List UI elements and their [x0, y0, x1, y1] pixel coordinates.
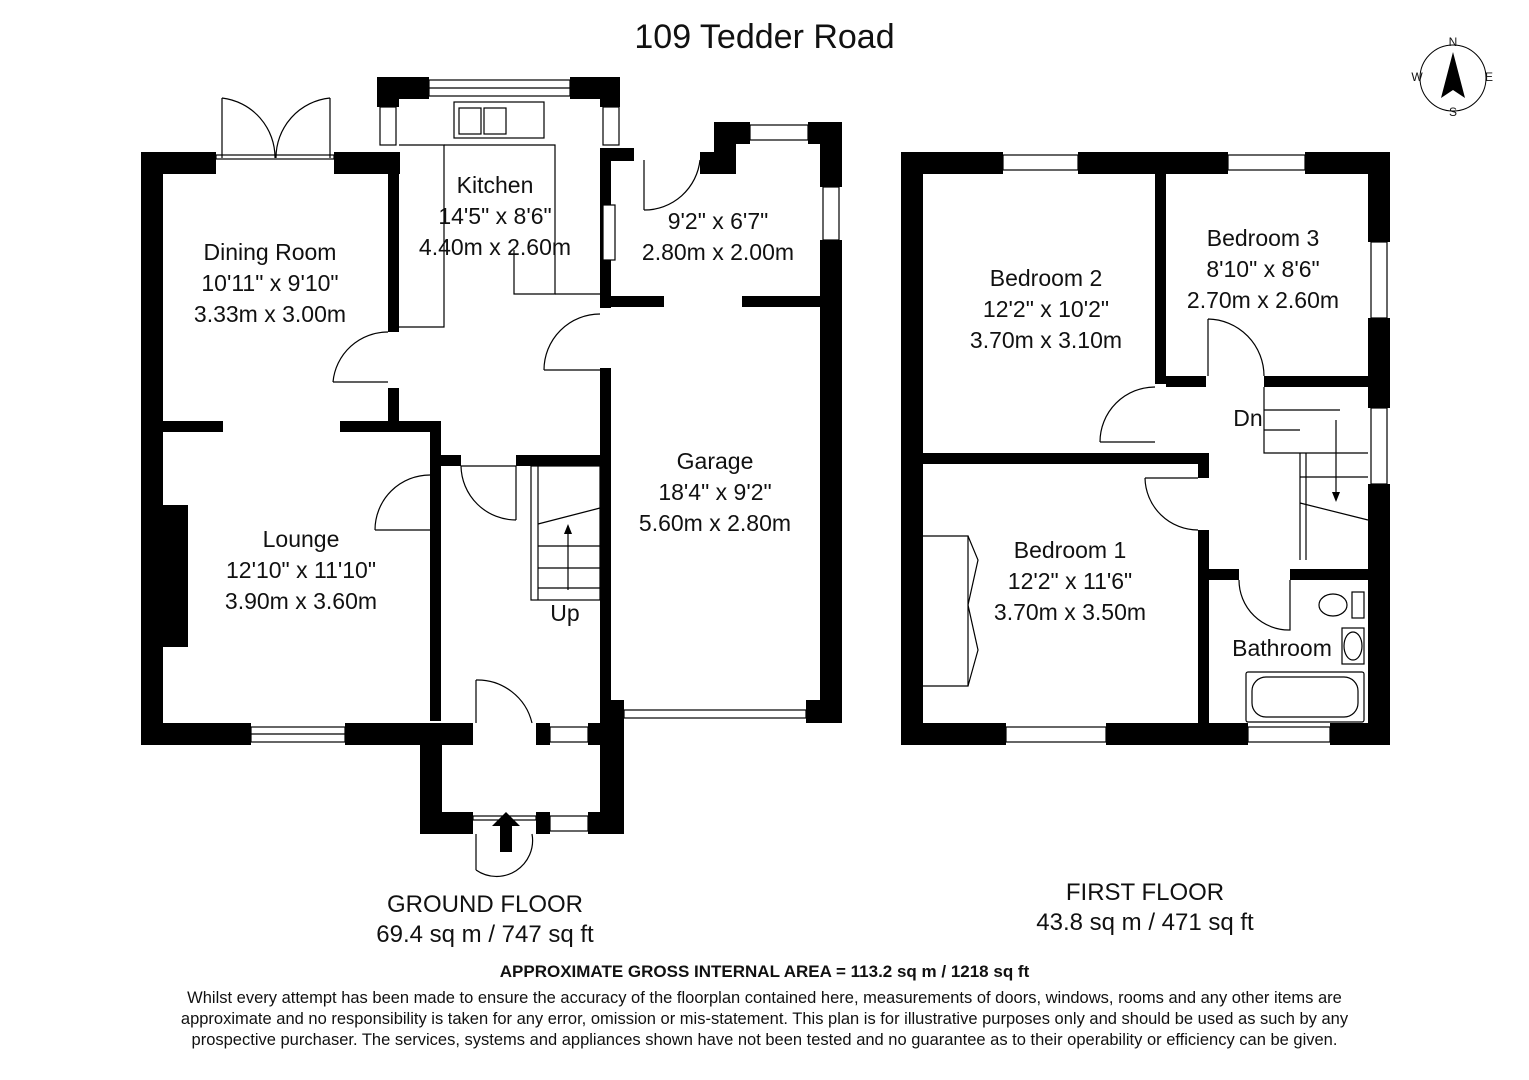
room-metric: 3.90m x 3.60m — [224, 588, 378, 614]
room-name: Dining Room — [203, 239, 337, 265]
room-metric: 4.40m x 2.60m — [418, 234, 572, 260]
room-imperial: 8'10" x 8'6" — [1206, 256, 1320, 282]
room-metric: 5.60m x 2.80m — [638, 510, 792, 536]
doors — [221, 97, 1369, 878]
room-bathroom: Bathroom — [1232, 635, 1332, 661]
room-name: Bedroom 3 — [1206, 225, 1320, 251]
room-imperial: 12'2" x 11'6" — [1007, 568, 1133, 594]
stairs-down-label: Dn — [1233, 405, 1263, 431]
room-utility: 9'2" x 6'7" 2.80m x 2.00m — [620, 206, 816, 268]
room-imperial: 14'5" x 8'6" — [438, 203, 552, 229]
ground-floor-label: GROUND FLOOR — [386, 891, 583, 918]
room-name: Bedroom 2 — [989, 265, 1103, 291]
disclaimer-line: approximate and no responsibility is tak… — [180, 1010, 1349, 1028]
room-name: Kitchen — [456, 172, 534, 198]
ground-floor-walls — [141, 77, 842, 834]
room-bedroom2: Bedroom 2 12'2" x 10'2" 3.70m x 3.10m — [940, 263, 1152, 356]
room-metric: 2.80m x 2.00m — [641, 239, 795, 265]
room-imperial: 9'2" x 6'7" — [667, 208, 769, 234]
room-name: Garage — [676, 448, 754, 474]
compass-north-label: N — [1448, 35, 1458, 49]
stairs-up-label: Up — [550, 600, 580, 626]
disclaimer-line: Whilst every attempt has been made to en… — [187, 989, 1342, 1007]
room-name: Lounge — [262, 526, 340, 552]
gross-internal-area: APPROXIMATE GROSS INTERNAL AREA = 113.2 … — [499, 962, 1030, 981]
room-imperial: 12'10" x 11'10" — [225, 557, 377, 583]
ground-floor-caption: GROUND FLOOR 69.4 sq m / 747 sq ft — [335, 890, 635, 950]
room-lounge: Lounge 12'10" x 11'10" 3.90m x 3.60m — [196, 524, 406, 617]
disclaimer-line: prospective purchaser. The services, sys… — [191, 1031, 1338, 1049]
room-kitchen: Kitchen 14'5" x 8'6" 4.40m x 2.60m — [395, 170, 595, 263]
room-garage: Garage 18'4" x 9'2" 5.60m x 2.80m — [614, 446, 816, 539]
entrance-arrow-icon — [492, 812, 520, 852]
compass-west-label: W — [1411, 70, 1423, 84]
disclaimer: Whilst every attempt has been made to en… — [100, 988, 1429, 1051]
room-metric: 3.33m x 3.00m — [193, 301, 347, 327]
room-metric: 3.70m x 3.50m — [993, 599, 1147, 625]
page-title: 109 Tedder Road — [634, 18, 895, 56]
room-metric: 2.70m x 2.60m — [1186, 287, 1340, 313]
compass-east-label: E — [1484, 70, 1493, 84]
ground-floor-area: 69.4 sq m / 747 sq ft — [376, 921, 594, 948]
room-name: Bedroom 1 — [1013, 537, 1127, 563]
compass-icon — [1419, 44, 1487, 112]
first-floor-label: FIRST FLOOR — [1065, 879, 1225, 906]
room-imperial: 18'4" x 9'2" — [658, 479, 772, 505]
first-floor-area: 43.8 sq m / 471 sq ft — [1036, 909, 1254, 936]
compass-south-label: S — [1448, 105, 1457, 119]
first-floor-walls — [901, 152, 1390, 745]
room-imperial: 10'11" x 9'10" — [201, 270, 339, 296]
room-metric: 3.70m x 3.10m — [969, 327, 1123, 353]
room-bedroom3: Bedroom 3 8'10" x 8'6" 2.70m x 2.60m — [1166, 223, 1360, 316]
room-bedroom1: Bedroom 1 12'2" x 11'6" 3.70m x 3.50m — [970, 535, 1170, 628]
room-imperial: 12'2" x 10'2" — [982, 296, 1110, 322]
first-floor-caption: FIRST FLOOR 43.8 sq m / 471 sq ft — [995, 878, 1295, 938]
room-dining: Dining Room 10'11" x 9'10" 3.33m x 3.00m — [170, 237, 370, 330]
